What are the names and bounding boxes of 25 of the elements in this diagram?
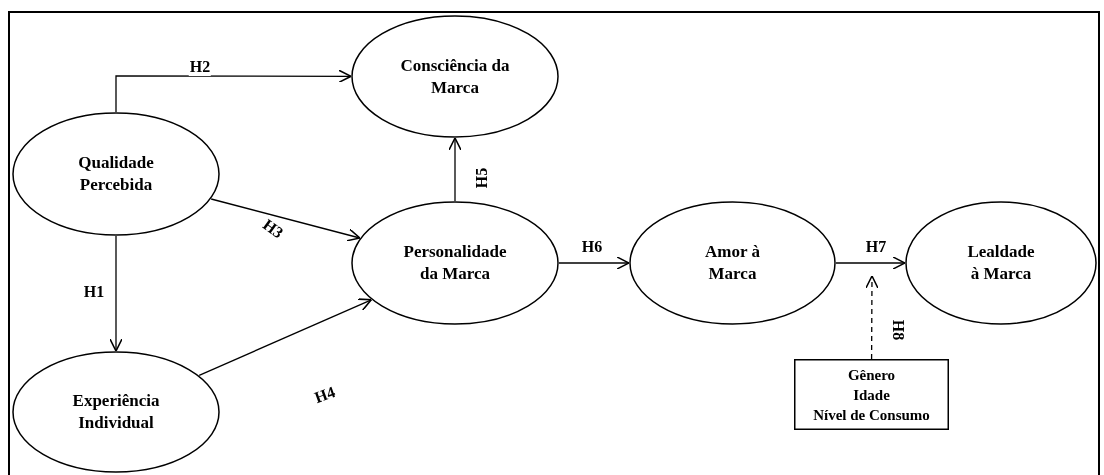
arrow	[448, 137, 462, 202]
arrow	[115, 69, 352, 113]
construct-ellipse	[12, 351, 220, 473]
node-label: Amor à Marca	[704, 241, 761, 285]
node-label: Idade	[853, 385, 890, 405]
construct-ellipse	[905, 201, 1097, 325]
node-label: Personalidade da Marca	[402, 241, 508, 285]
node-label: Lealdade à Marca	[966, 241, 1036, 285]
node-label: Nível de Consumo	[813, 405, 930, 425]
arrow	[210, 198, 361, 242]
node-label: Consciência da Marca	[399, 54, 511, 99]
edge-label: H2	[188, 58, 212, 76]
construct-ellipse	[12, 112, 220, 236]
construct-ellipse	[351, 15, 559, 138]
node-label: Experiência Individual	[71, 390, 161, 434]
arrow	[109, 235, 123, 352]
arrow	[558, 256, 630, 270]
node-label: Qualidade Percebida	[77, 152, 155, 196]
node-label: Gênero	[847, 365, 896, 385]
moderator-box	[794, 359, 949, 430]
construct-ellipse	[629, 201, 836, 325]
arrow	[835, 256, 906, 270]
construct-ellipse	[351, 201, 559, 325]
arrow	[198, 298, 373, 377]
arrow	[865, 275, 879, 360]
